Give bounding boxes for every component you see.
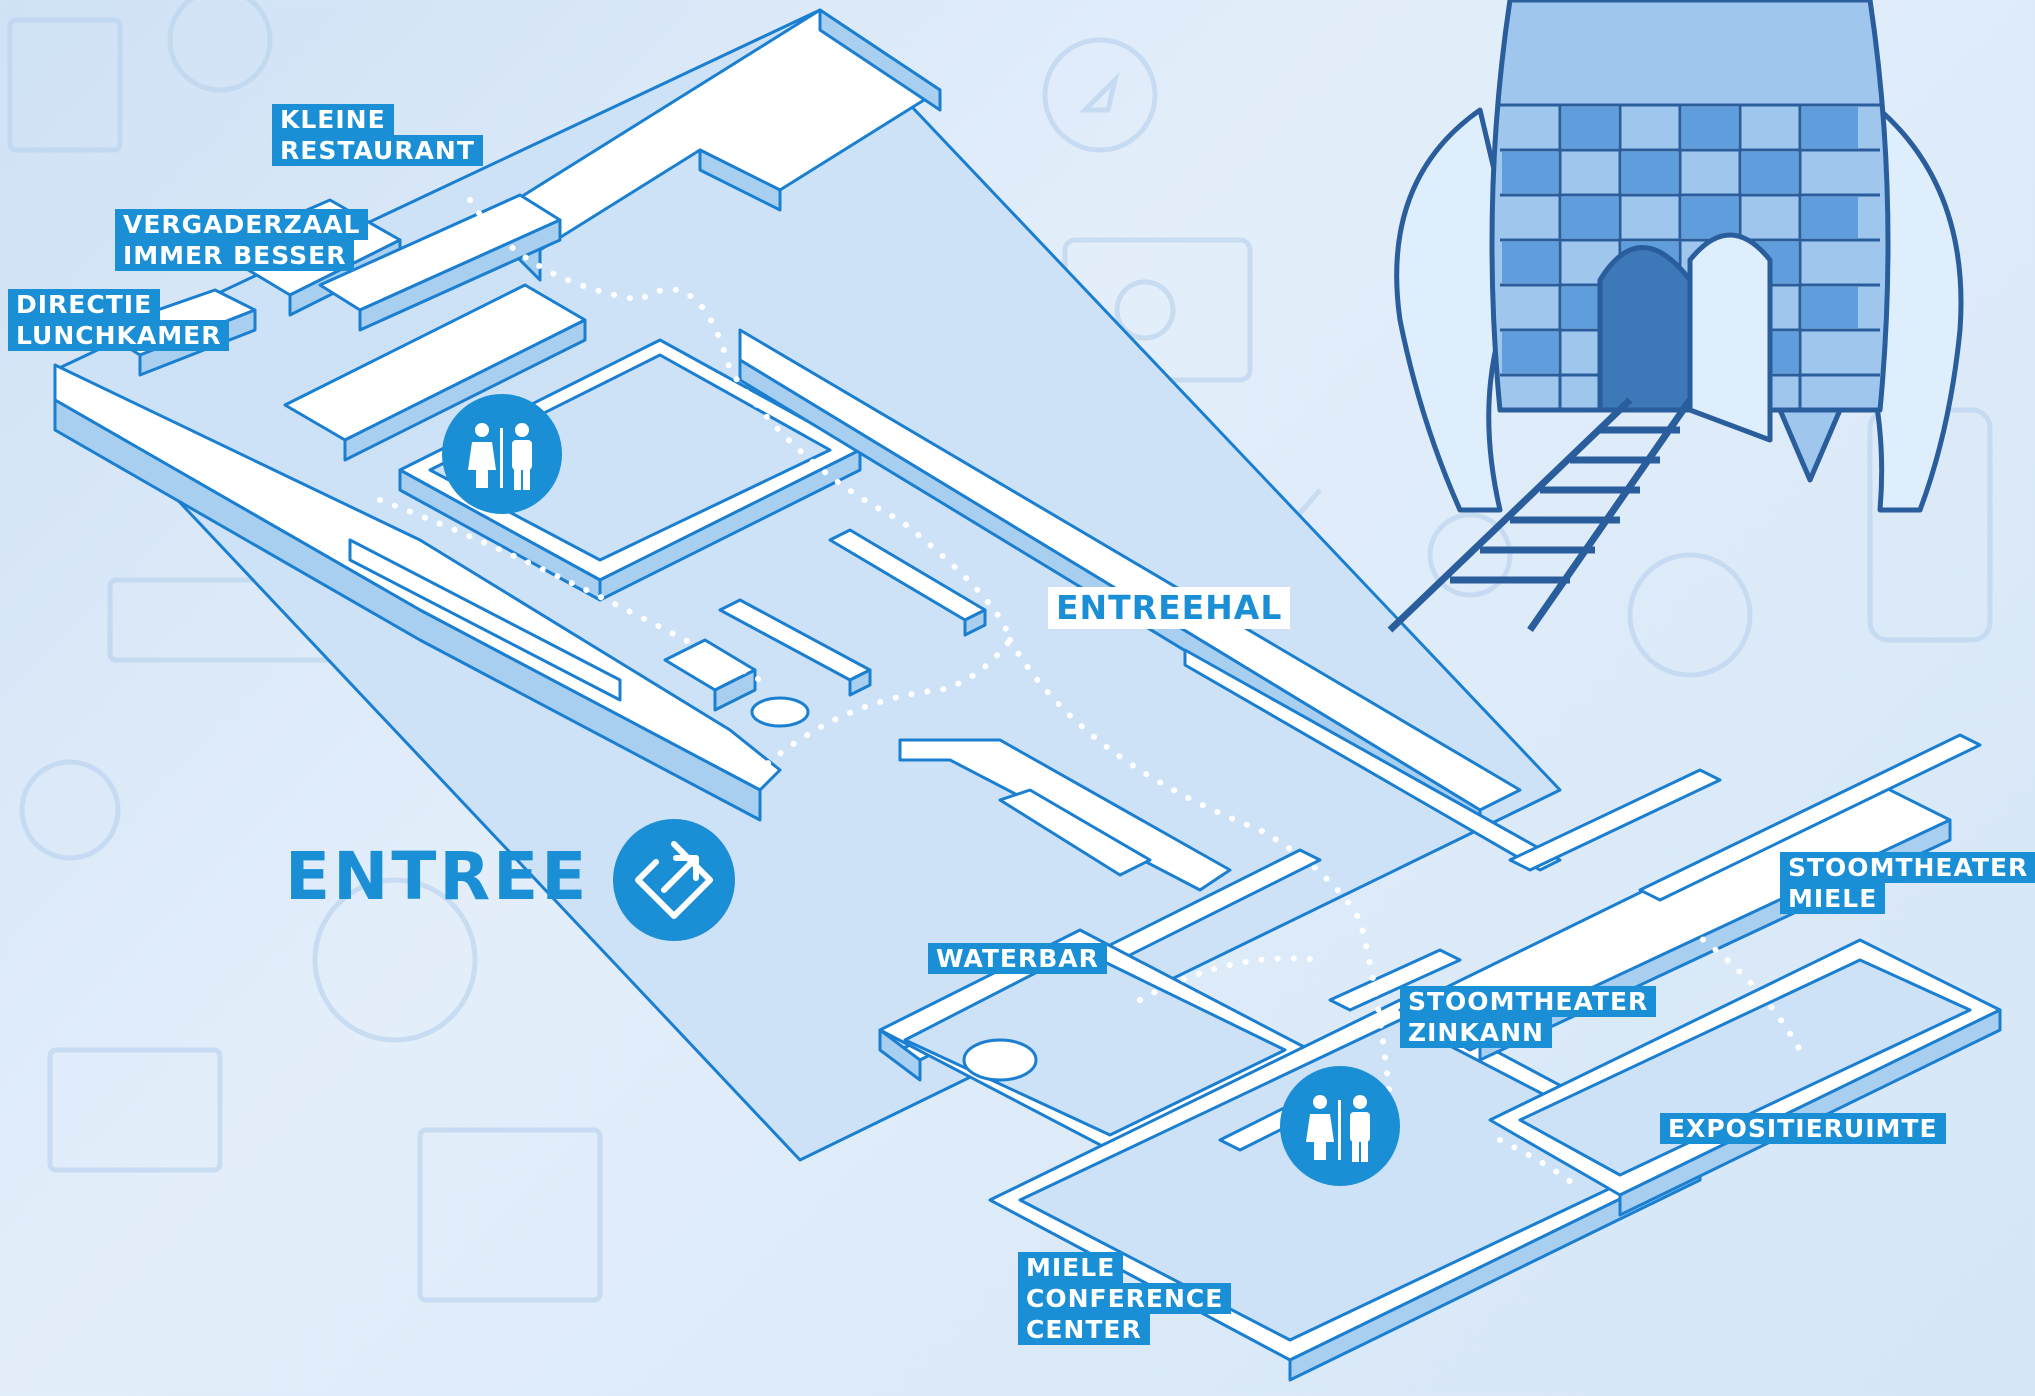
label-line: IMMER BESSER xyxy=(115,240,355,271)
label-stoomtheater-zinkann: STOOMTHEATER ZINKANN xyxy=(1400,986,1657,1048)
label-line: EXPOSITIERUIMTE xyxy=(1660,1113,1946,1144)
label-line: STOOMTHEATER xyxy=(1400,986,1657,1017)
label-line: ZINKANN xyxy=(1400,1017,1552,1048)
label-expositieruimte: EXPOSITIERUIMTE xyxy=(1660,1113,1946,1144)
label-line: MIELE xyxy=(1018,1252,1124,1283)
label-line: DIRECTIE xyxy=(8,289,161,320)
entrance-arrow-icon xyxy=(613,819,735,941)
rocket-illustration xyxy=(1387,0,1964,633)
label-directie: DIRECTIE LUNCHKAMER xyxy=(8,289,230,351)
restroom-icon xyxy=(1280,1066,1400,1186)
label-line: VERGADERZAAL xyxy=(115,209,369,240)
label-line: WATERBAR xyxy=(928,943,1107,974)
label-waterbar: WATERBAR xyxy=(928,943,1107,974)
label-stoomtheater-miele: STOOMTHEATER MIELE xyxy=(1780,852,2035,914)
label-line: STOOMTHEATER xyxy=(1780,852,2035,883)
walking-routes xyxy=(377,197,1803,1193)
label-entreehal: ENTREEHAL xyxy=(1048,587,1291,629)
building-walls xyxy=(53,8,2002,1382)
label-line: CENTER xyxy=(1018,1314,1150,1345)
label-line: LUNCHKAMER xyxy=(8,320,230,351)
entree-label: ENTREE xyxy=(285,838,590,915)
label-line: RESTAURANT xyxy=(272,135,483,166)
label-vergaderzaal: VERGADERZAAL IMMER BESSER xyxy=(115,209,369,271)
label-line: MIELE xyxy=(1780,883,1886,914)
label-kleine-restaurant: KLEINE RESTAURANT xyxy=(272,104,483,166)
label-line: ENTREEHAL xyxy=(1048,587,1291,629)
label-miele-conference-center: MIELE CONFERENCE CENTER xyxy=(1018,1252,1232,1345)
restroom-icon xyxy=(442,394,562,514)
label-line: CONFERENCE xyxy=(1018,1283,1232,1314)
label-line: KLEINE xyxy=(272,104,394,135)
